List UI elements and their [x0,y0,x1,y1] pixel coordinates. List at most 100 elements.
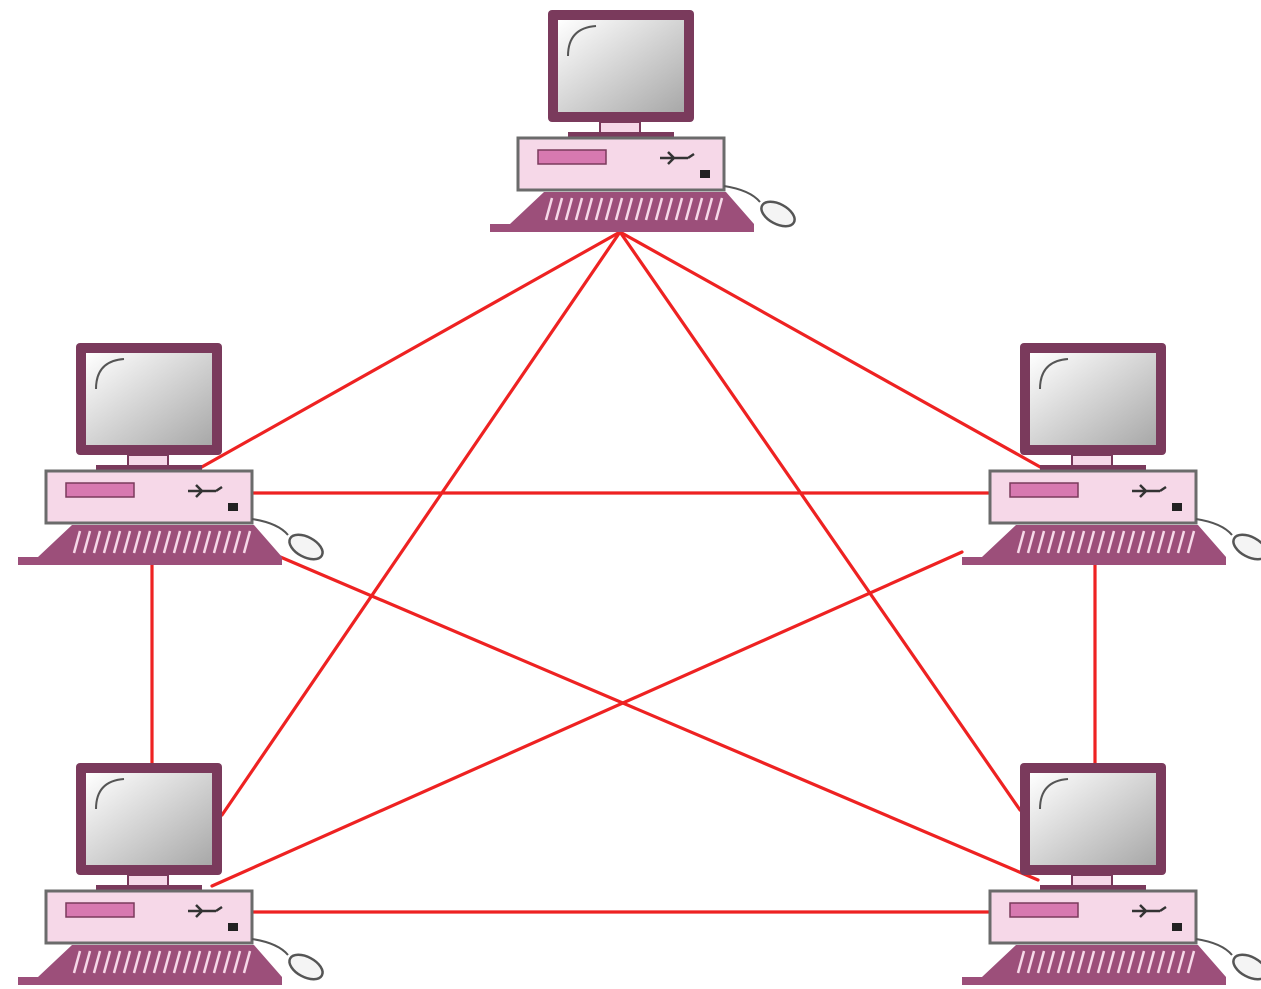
key [82,530,92,554]
key [1096,530,1106,554]
key [1116,530,1126,554]
key [172,950,182,974]
mouse-cable [1195,518,1233,536]
monitor-base [96,465,202,473]
power-led [700,170,710,178]
key [212,950,222,974]
key [92,950,102,974]
keyboard-keys [72,530,252,554]
key [152,530,162,554]
monitor-screen [86,773,212,865]
key [102,950,112,974]
key [684,197,694,221]
key [694,197,704,221]
key [1156,950,1166,974]
key [1016,530,1026,554]
key [1176,950,1186,974]
key [1066,530,1076,554]
key [714,197,724,221]
network-link-upper-right-to-lower-left [210,550,964,888]
key [584,197,594,221]
key [674,197,684,221]
monitor-base [96,885,202,893]
key [162,530,172,554]
key [192,950,202,974]
screen-glare [95,358,125,390]
key [1166,530,1176,554]
key [82,950,92,974]
key [112,530,122,554]
key [1126,950,1136,974]
key [232,530,242,554]
key [1116,950,1126,974]
screen-glare [1039,778,1069,810]
key [112,950,122,974]
key [182,530,192,554]
key [222,950,232,974]
key [634,197,644,221]
monitor-base [1040,885,1146,893]
key [92,530,102,554]
mouse-cable [251,518,289,536]
key [182,950,192,974]
keyboard-edge [962,557,1226,565]
usb-logo [1132,904,1167,918]
key [1096,950,1106,974]
network-link-upper-left-to-lower-right [276,554,1040,882]
keyboard-keys [72,950,252,974]
key [132,530,142,554]
key [1026,530,1036,554]
power-led [1172,923,1182,931]
desktop-computer-icon [962,763,1261,985]
key [122,530,132,554]
key [1136,950,1146,974]
network-links [150,230,1097,914]
key [654,197,664,221]
drive-bay [1009,902,1079,918]
usb-logo [660,151,695,165]
keyboard-edge [18,977,282,985]
key [1156,530,1166,554]
power-led [228,503,238,511]
key [142,530,152,554]
key [574,197,584,221]
usb-logo [1132,484,1167,498]
key [142,950,152,974]
key [122,950,132,974]
key [1126,530,1136,554]
key [604,197,614,221]
screen-glare [95,778,125,810]
drive-bay [537,149,607,165]
key [202,950,212,974]
key [614,197,624,221]
desktop-computer-icon [18,343,324,565]
key [1076,530,1086,554]
key [222,530,232,554]
key [1186,530,1196,554]
mouse-icon [1232,533,1261,561]
monitor-screen [1030,353,1156,445]
mouse-cable [723,185,761,203]
key [1036,530,1046,554]
keyboard-keys [1016,530,1196,554]
key [232,950,242,974]
key [544,197,554,221]
power-led [1172,503,1182,511]
key [554,197,564,221]
usb-logo [188,484,223,498]
keyboard-keys [1016,950,1196,974]
key [664,197,674,221]
key [1186,950,1196,974]
monitor-base [568,132,674,140]
key [192,530,202,554]
key [132,950,142,974]
screen-glare [567,25,597,57]
desktop-computer-icon [962,343,1261,565]
power-led [228,923,238,931]
key [1026,950,1036,974]
keyboard-edge [490,224,754,232]
keyboard-edge [962,977,1226,985]
key [1046,950,1056,974]
monitor-screen [86,353,212,445]
